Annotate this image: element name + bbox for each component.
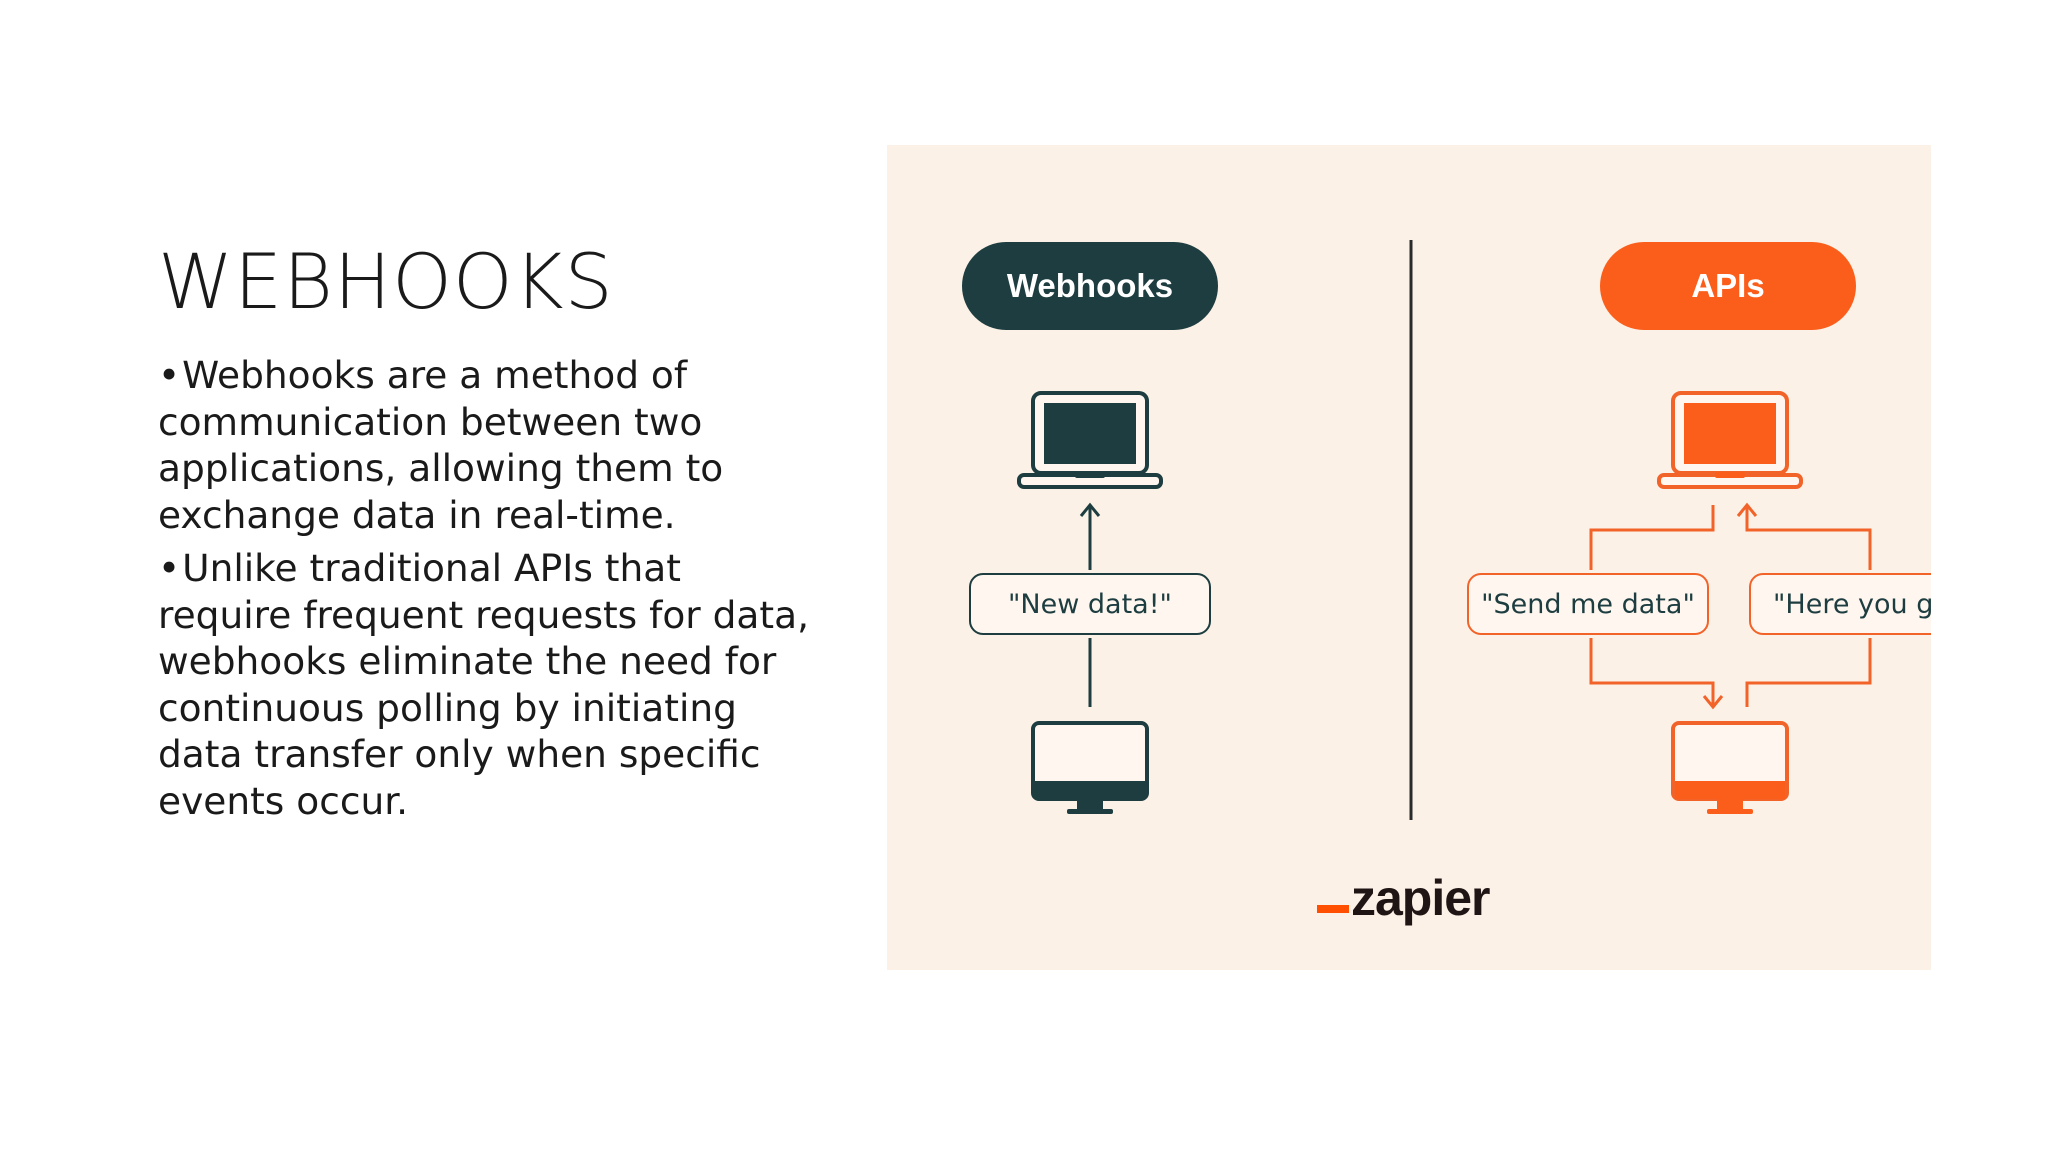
slide-title: WEBHOOKS — [158, 237, 614, 326]
bullet-text: Unlike traditional APIs that require fre… — [158, 546, 810, 823]
webhooks-label: Webhooks — [962, 242, 1218, 330]
bullet-symbol: • — [158, 546, 181, 590]
zapier-logo: zapier — [1317, 863, 1491, 926]
bullet-list: •Webhooks are a method of communication … — [158, 352, 818, 831]
api-request-message-box: "Send me data" — [1467, 573, 1709, 635]
diagram-graphics — [1017, 240, 1872, 820]
bullet-symbol: • — [158, 353, 181, 397]
bullet-item: •Unlike traditional APIs that require fr… — [158, 545, 818, 824]
laptop-icon — [1017, 391, 1163, 489]
webhook-message-box: "New data!" — [969, 573, 1211, 635]
logo-underscore-mark — [1317, 905, 1349, 913]
bullet-text: Webhooks are a method of communication b… — [158, 353, 724, 537]
logo-text: zapier — [1351, 870, 1491, 926]
arrow-up-icon — [1736, 502, 1872, 707]
arrow-down-icon — [1589, 505, 1724, 710]
api-response-message-box: "Here you g — [1749, 573, 1931, 635]
laptop-icon — [1657, 391, 1803, 489]
apis-label: APIs — [1600, 242, 1856, 330]
desktop-monitor-icon — [1671, 721, 1789, 814]
bullet-item: •Webhooks are a method of communication … — [158, 352, 818, 538]
desktop-monitor-icon — [1031, 721, 1149, 814]
arrow-up-icon — [1079, 502, 1101, 707]
webhooks-vs-apis-diagram: Webhooks APIs "New data!" "Send me data"… — [887, 145, 1931, 970]
